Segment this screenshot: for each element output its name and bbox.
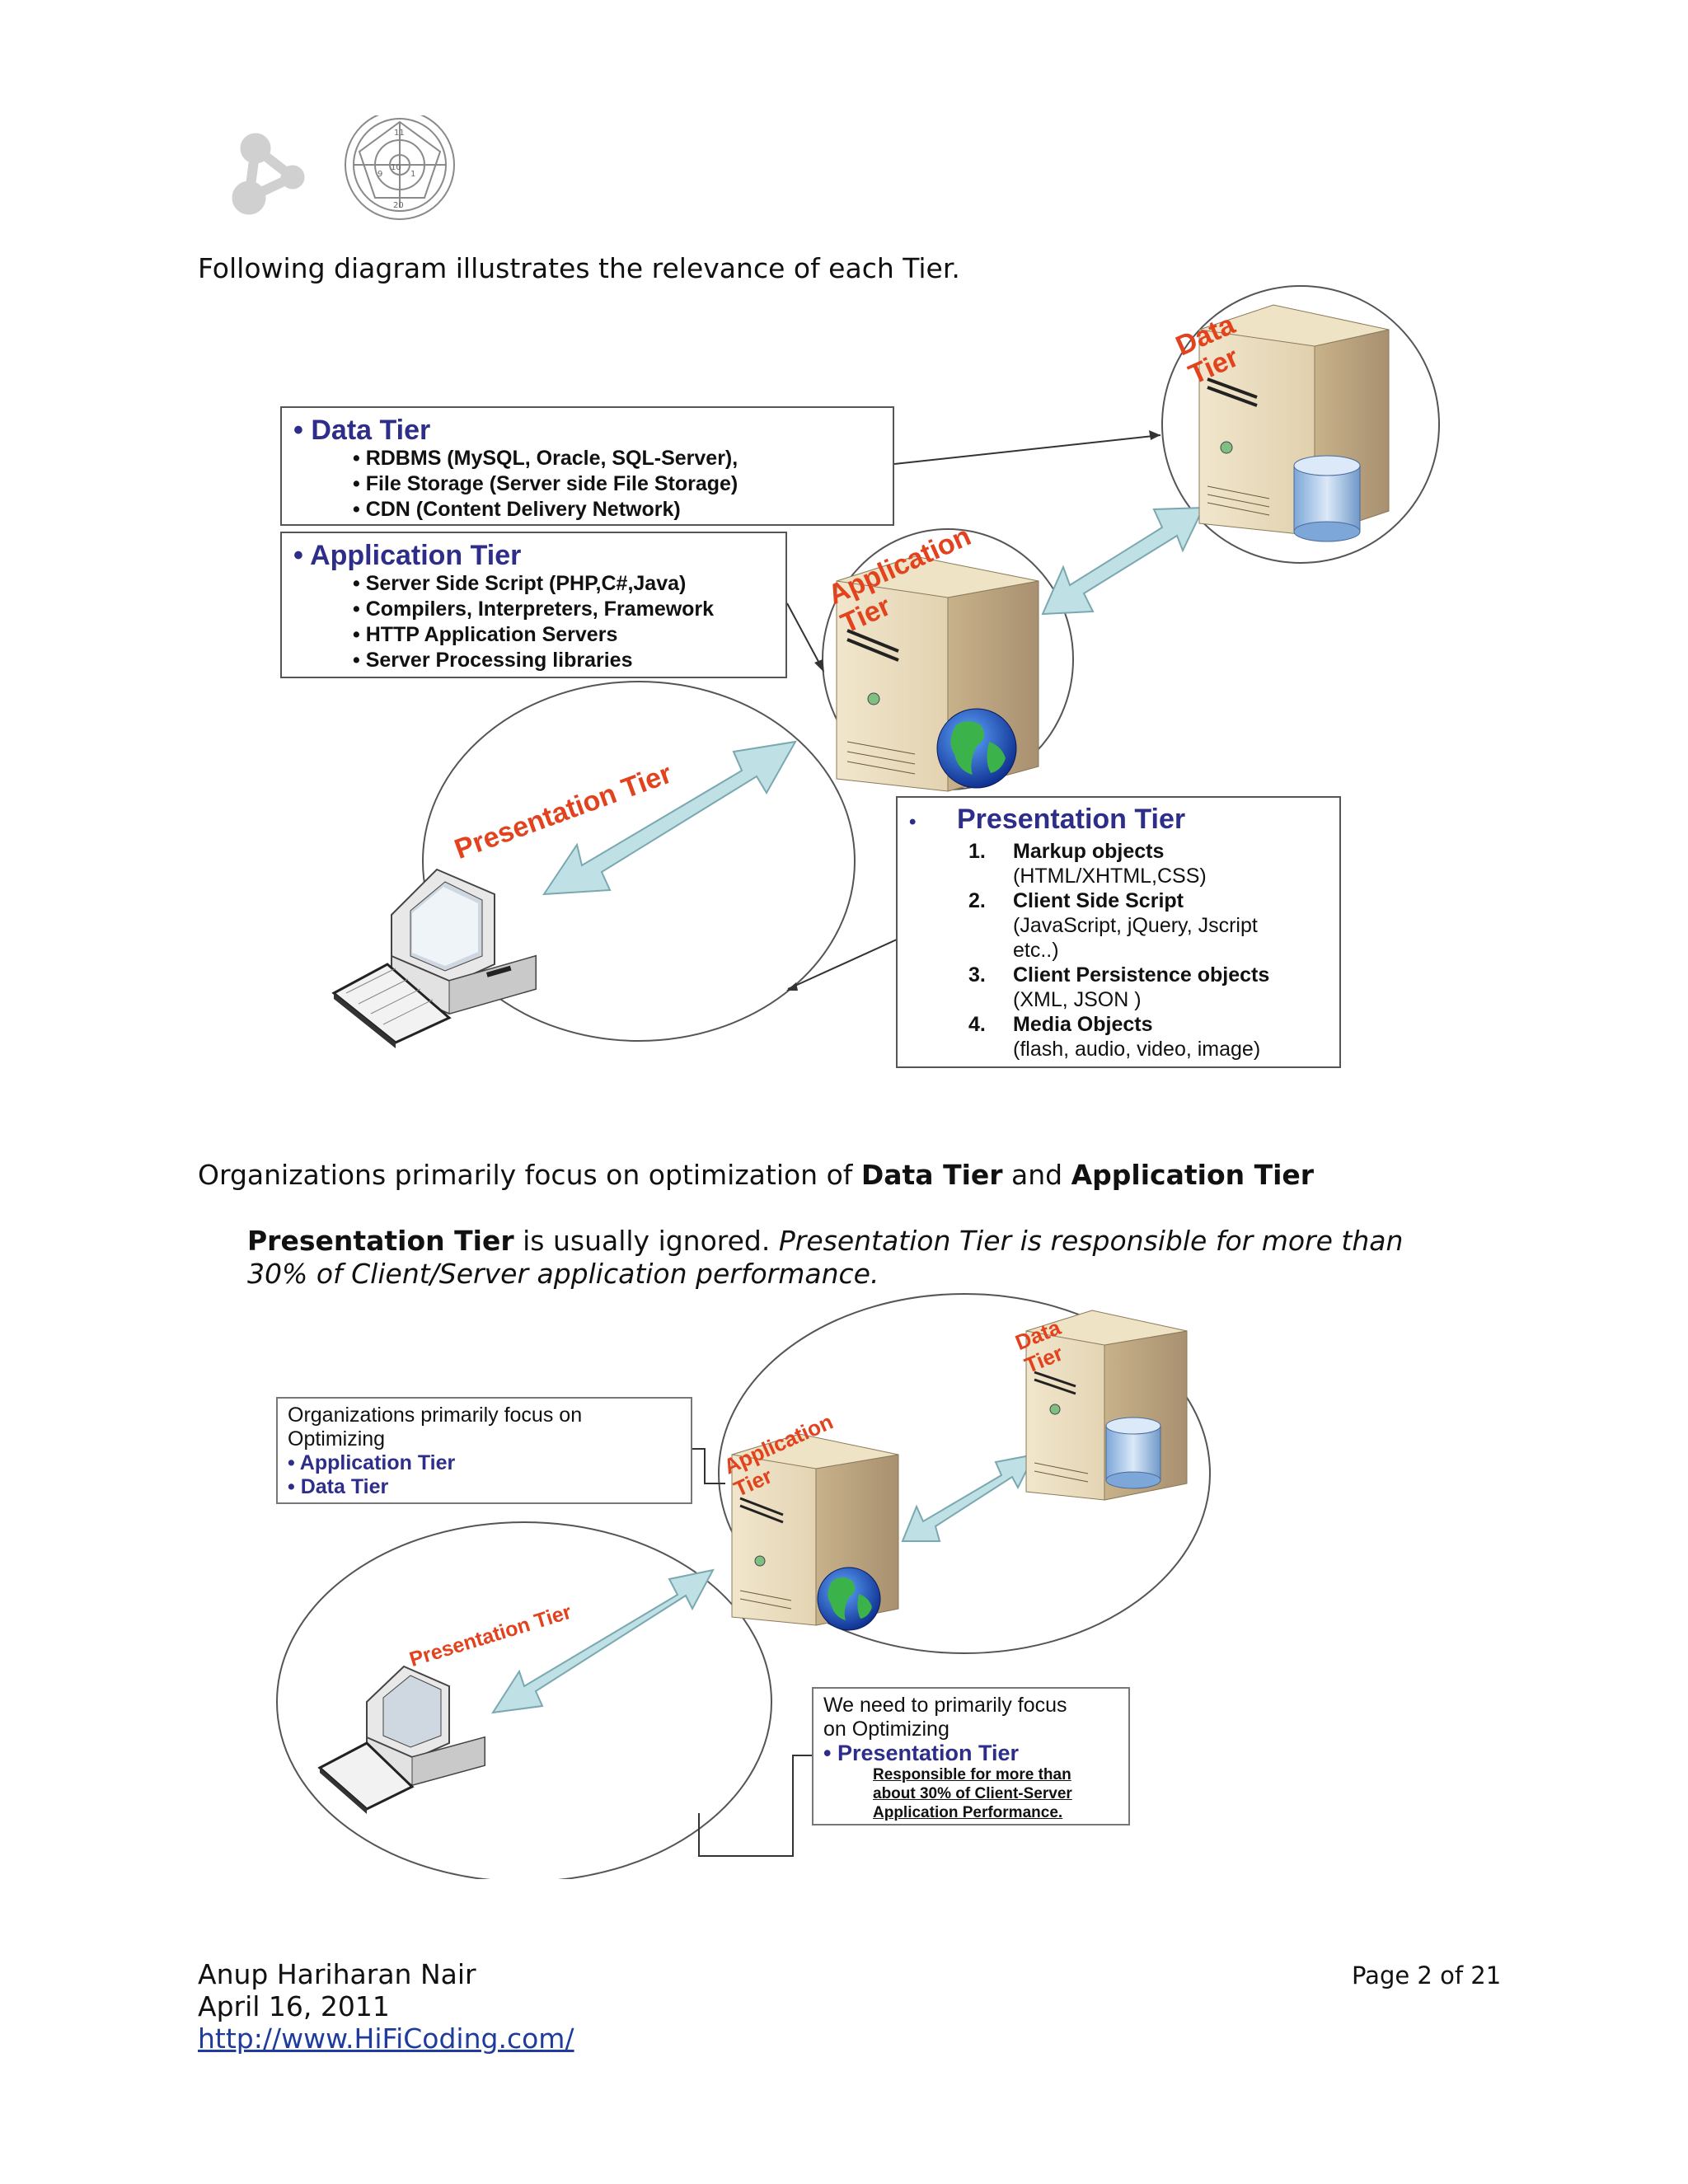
data-tier-title: Data Tier bbox=[311, 415, 431, 446]
footer-date: April 16, 2011 bbox=[198, 1990, 390, 2022]
presentation-note-paragraph: Presentation Tier is usually ignored. Pr… bbox=[247, 1225, 1404, 1290]
list-item: 4. Media Objects(flash, audio, video, im… bbox=[968, 1013, 1261, 1061]
list-item: • Data Tier bbox=[288, 1475, 389, 1498]
tier-diagram: Data Tier Application Tier Presentation … bbox=[0, 0, 1688, 1088]
client-computer-icon bbox=[331, 868, 537, 1048]
list-item: 1. Markup objects(HTML/XHTML,CSS) bbox=[968, 840, 1207, 888]
application-tier-box: • Application Tier • Server Side Script … bbox=[280, 532, 787, 678]
presentation-app-arrow bbox=[542, 740, 797, 896]
needed-focus-box: We need to primarily focus on Optimizing… bbox=[812, 1687, 1130, 1825]
list-item: 2. Client Side Script(JavaScript, jQuery… bbox=[968, 889, 1258, 962]
presentation-tier-circle bbox=[422, 681, 856, 1042]
footer-website-link[interactable]: http://www.HiFiCoding.com/ bbox=[198, 2022, 574, 2055]
database-icon bbox=[1293, 455, 1361, 542]
list-item: 3. Client Persistence objects(XML, JSON … bbox=[968, 963, 1270, 1011]
page-number: Page 2 of 21 bbox=[1352, 1961, 1502, 1990]
list-item: • Server Processing libraries bbox=[353, 649, 633, 672]
optimization-diagram: Data Tier Application Tier Presentation … bbox=[0, 1286, 1688, 1879]
current-focus-box: Organizations primarily focus on Optimiz… bbox=[276, 1397, 692, 1504]
svg-text:9: 9 bbox=[377, 170, 382, 179]
data-tier-box: • Data Tier • RDBMS (MySQL, Oracle, SQL-… bbox=[280, 406, 894, 526]
site-logo: 11 10 9 1 20 bbox=[223, 115, 470, 231]
optimization-paragraph: Organizations primarily focus on optimiz… bbox=[198, 1159, 1315, 1191]
svg-text:10: 10 bbox=[391, 163, 401, 172]
list-item: • HTTP Application Servers bbox=[353, 623, 618, 646]
svg-text:20: 20 bbox=[393, 201, 404, 210]
data-app-arrow bbox=[1041, 506, 1205, 616]
list-item: • Application Tier bbox=[288, 1451, 456, 1474]
presentation-tier-title: Presentation Tier bbox=[957, 804, 1186, 835]
footer-author: Anup Hariharan Nair bbox=[198, 1958, 476, 1990]
data-tier-circle bbox=[1161, 285, 1440, 564]
list-item: • File Storage (Server side File Storage… bbox=[353, 472, 738, 495]
intro-text: Following diagram illustrates the releva… bbox=[198, 252, 960, 284]
svg-text:11: 11 bbox=[394, 129, 405, 138]
svg-text:1: 1 bbox=[410, 170, 415, 179]
globe-icon bbox=[817, 1567, 881, 1631]
presentation-tier-box: •Presentation Tier 1. Markup objects(HTM… bbox=[896, 796, 1341, 1068]
client-computer-icon bbox=[317, 1665, 485, 1814]
list-item: • CDN (Content Delivery Network) bbox=[353, 498, 681, 521]
list-item: • Compilers, Interpreters, Framework bbox=[353, 598, 715, 621]
list-item: • RDBMS (MySQL, Oracle, SQL-Server), bbox=[353, 447, 738, 470]
list-item: • Server Side Script (PHP,C#,Java) bbox=[353, 572, 687, 595]
database-icon bbox=[1105, 1417, 1161, 1489]
application-tier-title: Application Tier bbox=[310, 540, 522, 571]
globe-icon bbox=[936, 708, 1017, 789]
